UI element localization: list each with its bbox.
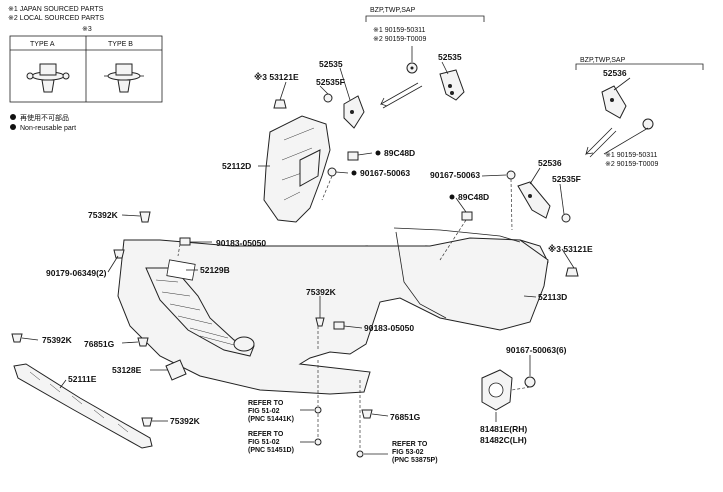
screw-90167-left-icon xyxy=(327,167,337,177)
bracket-52536-right-icon xyxy=(601,85,627,119)
non-reusable-dot-icon xyxy=(449,194,455,200)
label-52535-upper: 52535 xyxy=(438,52,462,62)
bracket-52536-lower-icon xyxy=(517,181,551,219)
clip-90179-icon xyxy=(113,249,125,259)
screw-90167-right-icon xyxy=(506,170,516,180)
non-reusable-dot-icon xyxy=(375,150,381,156)
variant-2-line2: ※2 90159-T0009 xyxy=(605,161,658,168)
direction-arrow-icon xyxy=(585,127,613,156)
legend-notes: ※1 JAPAN SOURCED PARTS ※2 LOCAL SOURCED … xyxy=(8,6,163,132)
clip-89c48d-right-icon xyxy=(461,211,473,221)
screw-ref-51451d-icon xyxy=(314,438,322,446)
ref-1-line2: FIG 51-02 xyxy=(248,408,280,415)
label-81482c: 81482C(LH) xyxy=(480,435,527,445)
type-b-label: TYPE B xyxy=(108,41,133,48)
clip-76851g-low-icon xyxy=(361,409,373,419)
label-52111e: 52111E xyxy=(68,374,97,384)
nut-90183-mid-icon xyxy=(333,321,345,330)
clip-53121e-right-icon xyxy=(565,267,579,277)
label-52536-lower: 52536 xyxy=(538,158,562,168)
clip-75392k-low-icon xyxy=(141,417,153,427)
side-bracket-52112d-part xyxy=(263,115,331,223)
clip-53121e-left-icon xyxy=(273,99,287,109)
screw-ref-51441k-icon xyxy=(314,406,322,414)
label-90167-right: 90167-50063 xyxy=(430,170,480,180)
ref-2-line2: FIG 51-02 xyxy=(248,439,280,446)
fog-bezel-81481e-part xyxy=(481,369,513,411)
non-reusable-dot-icon xyxy=(351,170,357,176)
ref-3-line3: (PNC 53875P) xyxy=(392,457,438,464)
cover-53128e-icon xyxy=(165,359,187,381)
clip-76851g-icon xyxy=(137,337,149,347)
label-52535-left: 52535 xyxy=(319,59,343,69)
front-bumper-cover-part xyxy=(117,227,549,395)
variant-bracket-2: BZP,TWP,SAP ※1 90159-50311 ※2 90159-T000… xyxy=(575,57,704,168)
label-90183-mid: 90183-05050 xyxy=(364,323,414,333)
clip-52535f-right-icon xyxy=(561,213,571,223)
ref-2-line1: REFER TO xyxy=(248,431,284,438)
dashed-guides xyxy=(177,175,531,450)
clip-type-a-icon xyxy=(26,63,70,93)
variant-1-line1: ※1 90159-50311 xyxy=(373,27,426,34)
variant-2-line1: ※1 90159-50311 xyxy=(605,152,658,159)
screw-ref-53875p-icon xyxy=(356,450,364,458)
note-local: ※2 LOCAL SOURCED PARTS xyxy=(8,15,104,22)
variant-2-title: BZP,TWP,SAP xyxy=(580,57,626,64)
lower-spoiler-52111e-part xyxy=(13,363,153,449)
label-53121e-right: ※3 53121E xyxy=(548,244,593,254)
label-52112d: 52112D xyxy=(222,161,251,171)
label-75392k-left: 75392K xyxy=(42,335,73,345)
label-81481e: 81481E(RH) xyxy=(480,424,527,434)
bracket-52535-left-icon xyxy=(343,95,365,129)
label-90167-bezel: 90167-50063(6) xyxy=(506,345,567,355)
note-ref3: ※3 xyxy=(82,26,92,33)
clip-90159-right-icon xyxy=(642,118,654,130)
label-53128e: 53128E xyxy=(112,365,142,375)
clip-type-b-icon xyxy=(104,63,144,93)
clip-89c48d-left-icon xyxy=(347,151,359,161)
ref-2-line3: (PNC 51451D) xyxy=(248,447,294,454)
part-labels: 52535 52535 52535F ※3 53121E 52112D 89C4… xyxy=(42,52,627,445)
clip-75392k-mid-icon xyxy=(315,317,325,327)
label-52536-upper: 52536 xyxy=(603,68,627,78)
variant-bracket-1: BZP,TWP,SAP ※1 90159-50311 ※2 90159-T000… xyxy=(365,7,485,43)
label-52535f-right: 52535F xyxy=(552,174,581,184)
clip-75392k-left-icon xyxy=(11,333,23,343)
screw-90167-bezel-icon xyxy=(524,376,536,388)
variant-1-title: BZP,TWP,SAP xyxy=(370,7,416,14)
ref-1-line3: (PNC 51441K) xyxy=(248,416,294,423)
leader-lines xyxy=(21,46,649,455)
bracket-52535-upper-icon xyxy=(439,69,465,101)
ref-3-line2: FIG 53-02 xyxy=(392,449,424,456)
label-75392k-low: 75392K xyxy=(170,416,201,426)
legend-en: Non-reusable part xyxy=(20,125,76,132)
note-japan: ※1 JAPAN SOURCED PARTS xyxy=(8,6,104,13)
label-75392k-mid: 75392K xyxy=(306,287,337,297)
label-75392k-top: 75392K xyxy=(88,210,119,220)
type-a-label: TYPE A xyxy=(30,41,55,48)
label-76851g-low: 76851G xyxy=(390,412,421,422)
label-52113d: 52113D xyxy=(538,292,567,302)
clip-90159-icon xyxy=(406,62,418,74)
non-reusable-dot-icon xyxy=(10,114,16,120)
reference-notes: REFER TO FIG 51-02 (PNC 51441K) REFER TO… xyxy=(248,400,438,464)
label-90167-left: 90167-50063 xyxy=(360,168,410,178)
legend-jp: 再使用不可部品 xyxy=(20,113,69,122)
label-52129b: 52129B xyxy=(200,265,230,275)
direction-arrow-icon xyxy=(380,82,419,107)
clip-52535f-icon xyxy=(323,93,333,103)
label-90179: 90179-06349(2) xyxy=(46,268,107,278)
variant-1-line2: ※2 90159-T0009 xyxy=(373,36,426,43)
label-76851g: 76851G xyxy=(84,339,115,349)
ref-3-line1: REFER TO xyxy=(392,441,428,448)
clip-75392k-icon xyxy=(139,211,151,223)
label-52535f-left: 52535F xyxy=(316,77,345,87)
label-89c48d-right: 89C48D xyxy=(458,192,489,202)
label-89c48d-left: 89C48D xyxy=(384,148,415,158)
ref-1-line1: REFER TO xyxy=(248,400,284,407)
non-reusable-dot-icon xyxy=(10,124,16,130)
nut-90183-icon xyxy=(179,237,191,246)
label-90183-top: 90183-05050 xyxy=(216,238,266,248)
label-53121e-left: ※3 53121E xyxy=(254,72,299,82)
